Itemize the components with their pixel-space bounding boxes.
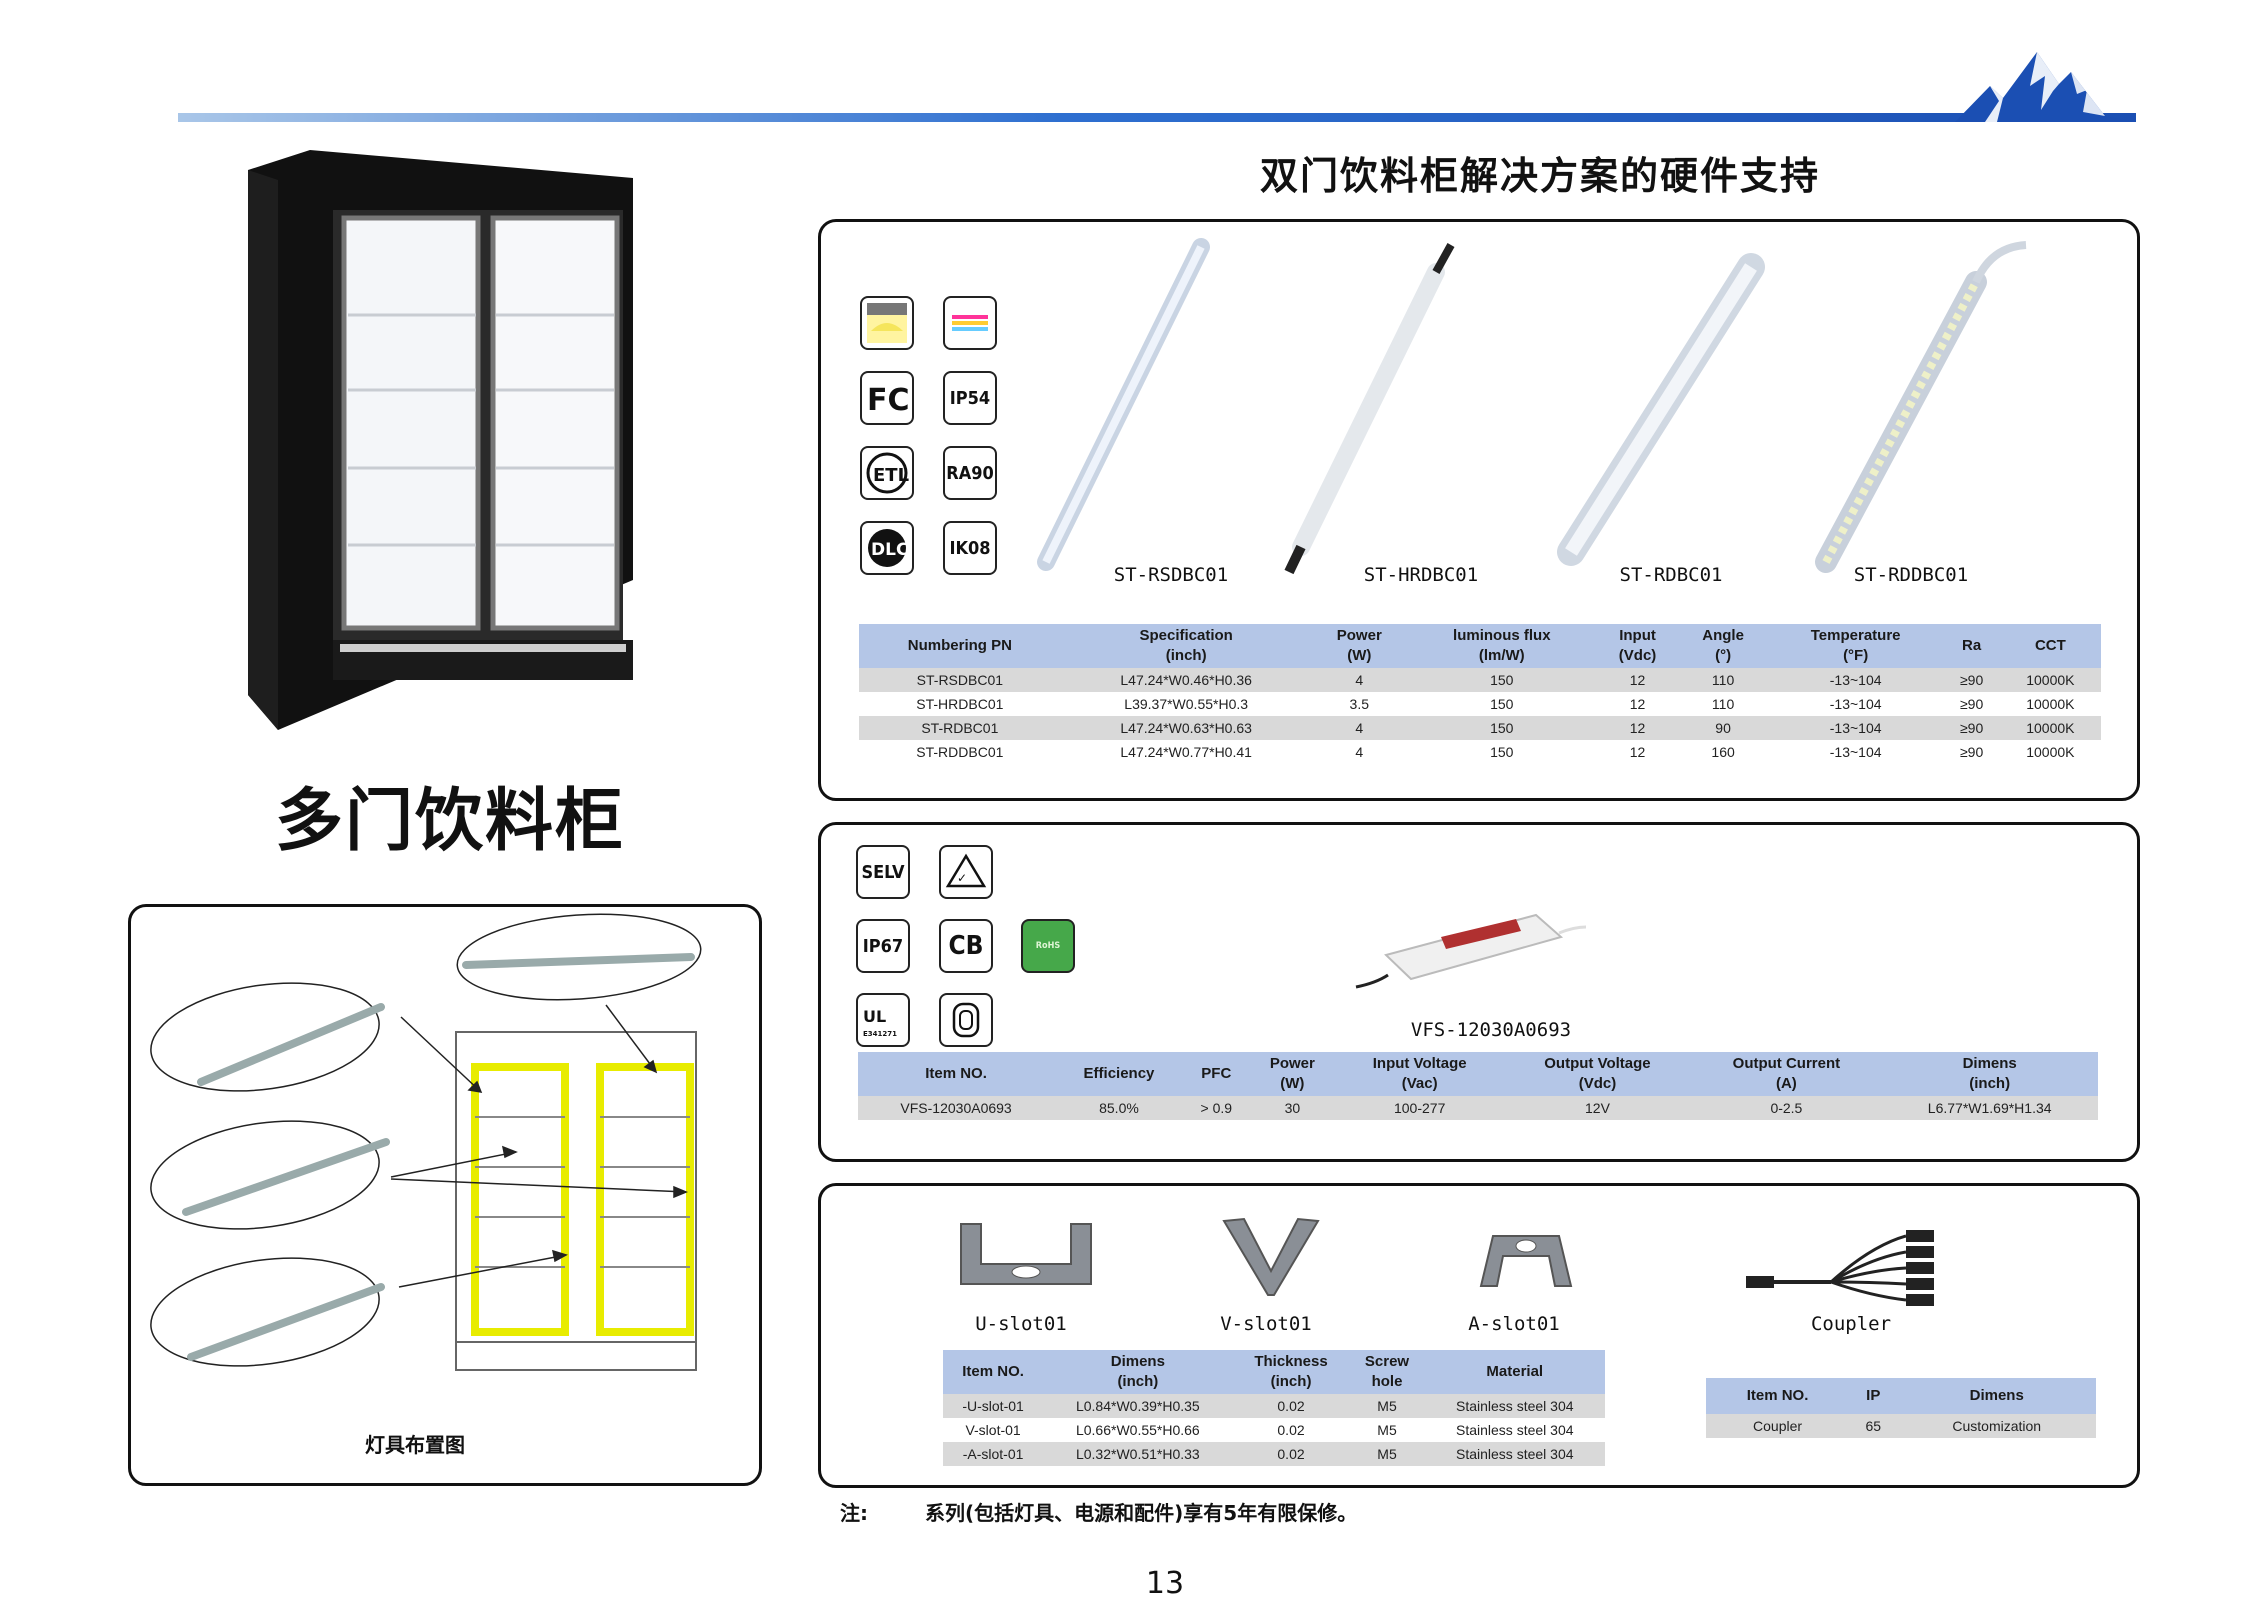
layout-diagram-panel: 灯具布置图 [128, 904, 762, 1486]
st-rdbc01-image [1557, 253, 1765, 566]
ul-icon: UL E341271 [856, 993, 910, 1047]
class-ii-icon [939, 993, 993, 1047]
ik08-badge: IK08 [943, 521, 997, 575]
th-power: Power(W) [1311, 624, 1407, 668]
etl-icon: ETL [860, 446, 914, 500]
rcm-icon: ✓ [939, 845, 993, 899]
header-rule [178, 113, 2136, 122]
accessories-panel: U-slot01 V-slot01 A-slot01 Coupler Item … [818, 1183, 2140, 1488]
th-temp: Temperature(°F) [1767, 624, 1944, 668]
fridge-title: 多门饮料柜 [274, 782, 625, 861]
product-label: U-slot01 [975, 1313, 1067, 1335]
th-cct: CCT [1999, 624, 2101, 668]
product-label: A-slot01 [1468, 1313, 1560, 1335]
dlc-light-icon [860, 296, 914, 350]
product-label: V-slot01 [1220, 1313, 1312, 1335]
svg-text:ETL: ETL [873, 465, 909, 486]
fcc-icon: FC [860, 371, 914, 425]
note-text: 系列(包括灯具、电源和配件)享有5年有限保修。 [925, 1501, 1358, 1525]
selv-badge: SELV [856, 845, 910, 899]
a-slot-image [1479, 1235, 1573, 1287]
rohs-badge: RoHS [1021, 919, 1075, 973]
page-title: 双门饮料柜解决方案的硬件支持 [1259, 154, 1820, 198]
coupler-image [1746, 1230, 1934, 1306]
slot-spec-table: Item NO. Dimens(inch) Thickness(inch) Sc… [943, 1350, 1605, 1466]
v-slot-image [1222, 1217, 1320, 1296]
th-flux: luminous flux(lm/W) [1406, 624, 1597, 668]
fridge-image [248, 150, 633, 730]
product-label: Coupler [1810, 1313, 1892, 1335]
driver-panel: SELV ✓ IP67 CB RoHS UL E341271 VFS-12030A… [818, 822, 2140, 1162]
lights-spec-table: Numbering PN Specification(inch) Power(W… [859, 624, 2101, 764]
dlc-icon: DLC [860, 521, 914, 575]
light-layout-diagram [150, 913, 702, 1371]
svg-text:E341271: E341271 [863, 1030, 897, 1038]
th-ra: Ra [1943, 624, 2000, 668]
product-label: ST-RDDBC01 [1853, 564, 1969, 586]
ra90-badge: RA90 [943, 446, 997, 500]
driver-image [1355, 913, 1586, 989]
cb-badge: CB [939, 919, 993, 973]
page-number: 13 [1145, 1566, 1185, 1601]
u-slot-image [960, 1223, 1092, 1285]
st-rddbc01-image [1815, 241, 2027, 573]
product-label: ST-RSDBC01 [1113, 564, 1229, 586]
color-spectrum-icon [943, 296, 997, 350]
product-label: ST-HRDBC01 [1363, 564, 1479, 586]
driver-spec-table: Item NO. Efficiency PFC Power(W) Input V… [858, 1052, 2098, 1120]
product-label: ST-RDBC01 [1619, 564, 1723, 586]
svg-text:FC: FC [867, 383, 909, 418]
lights-panel: FC IP54 ETL RA90 DLC IK08 ST-RSDBC01 ST-… [818, 219, 2140, 801]
th-spec: Specification(inch) [1060, 624, 1312, 668]
ip67-badge: IP67 [856, 919, 910, 973]
st-hrdbc01-image [1284, 243, 1455, 575]
svg-text:DLC: DLC [871, 540, 908, 560]
svg-text:✓: ✓ [957, 871, 967, 885]
product-label: VFS-12030A0693 [1410, 1019, 1572, 1041]
svg-text:UL: UL [863, 1007, 886, 1026]
mountain-logo-icon [1955, 52, 2135, 122]
th-pn: Numbering PN [859, 624, 1061, 668]
note-label: 注: [840, 1501, 868, 1525]
layout-caption: 灯具布置图 [365, 1433, 465, 1457]
st-rsdbc01-image [1037, 238, 1210, 571]
th-angle: Angle(°) [1678, 624, 1768, 668]
ip54-badge: IP54 [943, 371, 997, 425]
th-input: Input(Vdc) [1596, 624, 1679, 668]
